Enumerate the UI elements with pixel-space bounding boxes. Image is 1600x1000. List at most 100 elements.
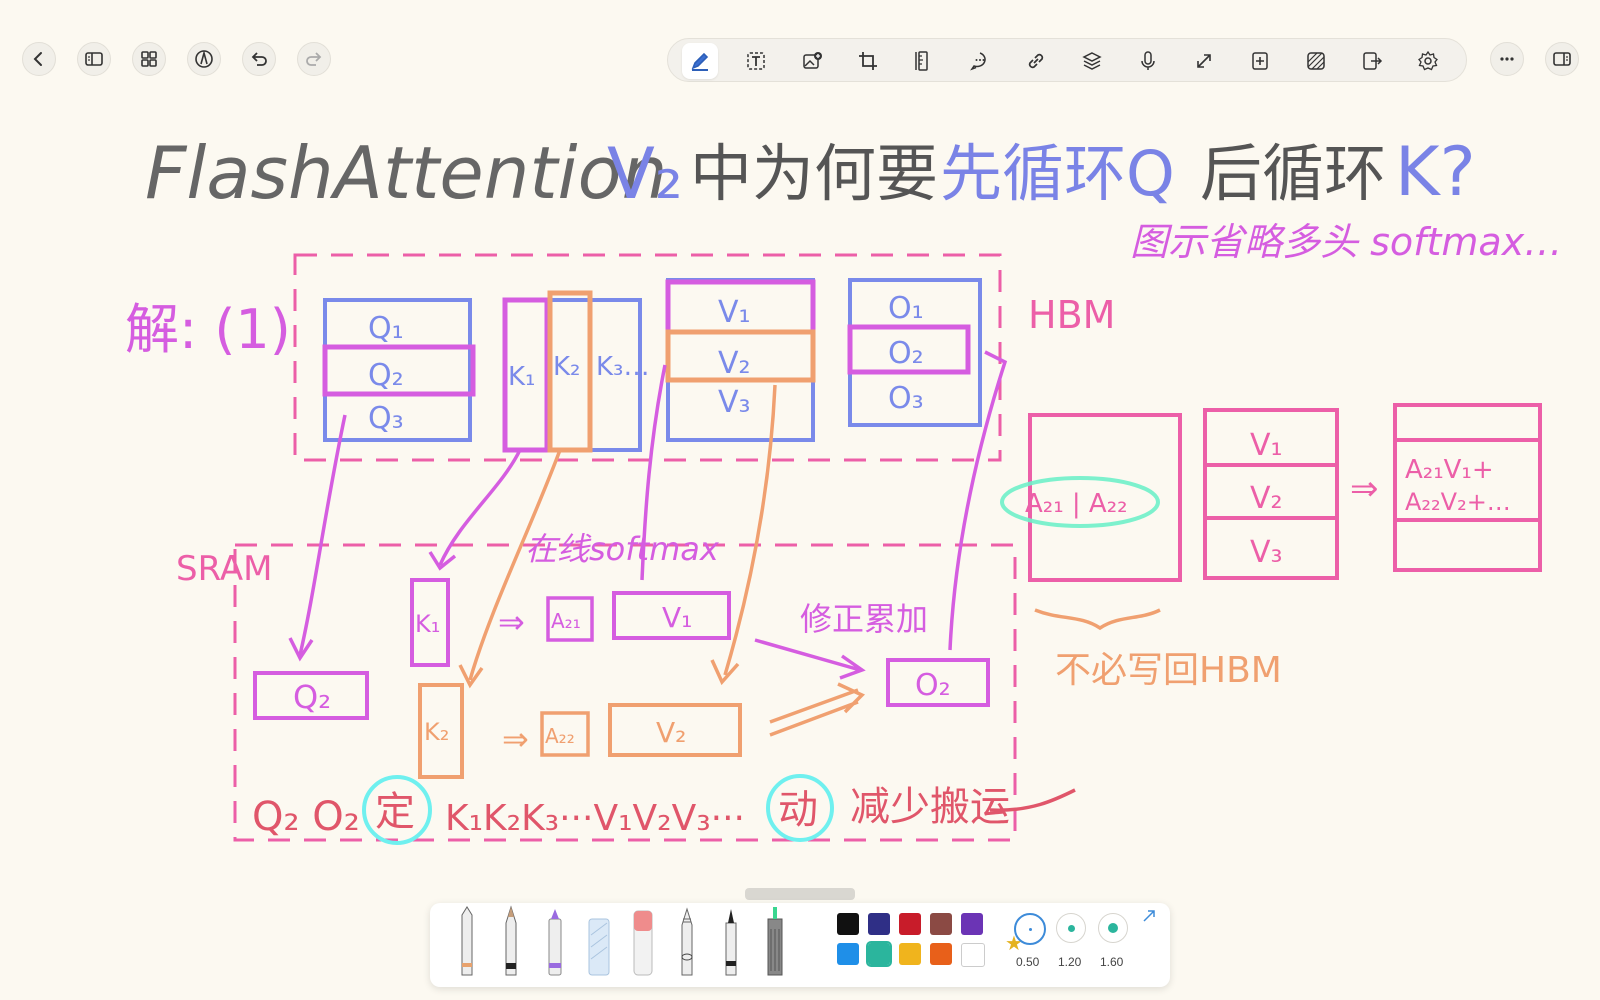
color-swatch[interactable]: [899, 943, 921, 965]
title-flashattention: FlashAttention: [145, 131, 667, 215]
ruler-tool[interactable]: [906, 43, 942, 79]
summary-kv: K₁K₂K₃···V₁V₂V₃···: [445, 798, 745, 839]
summary-reduce: 减少搬运: [850, 784, 1010, 830]
more-button[interactable]: [1490, 42, 1524, 76]
load-arrows: [288, 350, 1008, 689]
tool-palette: [667, 38, 1467, 82]
color-swatch[interactable]: [837, 943, 859, 965]
record-tool[interactable]: [1130, 43, 1166, 79]
color-swatch[interactable]: [961, 943, 985, 967]
sram-a22-box: [540, 711, 590, 757]
arrow-3: ⇒: [1350, 469, 1379, 509]
color-swatch[interactable]: [899, 913, 921, 935]
panel-toggle-button[interactable]: [1545, 42, 1579, 76]
settings-tool[interactable]: [1410, 43, 1446, 79]
o2-label: O₂: [888, 336, 924, 371]
laser-pen-icon[interactable]: [760, 905, 790, 981]
pencil-icon[interactable]: [496, 905, 526, 981]
k3-label: K₃…: [596, 352, 649, 382]
stroke-width-large[interactable]: [1098, 913, 1128, 943]
layers-tool[interactable]: [1074, 43, 1110, 79]
undo-button[interactable]: [242, 42, 276, 76]
color-swatch[interactable]: [930, 913, 952, 935]
sram-v2-box: [608, 703, 742, 757]
fountain-pen-icon[interactable]: [452, 905, 482, 981]
q1-label: Q₁: [368, 311, 404, 346]
underline-reduce: [989, 788, 1076, 812]
export-icon: [1363, 52, 1383, 70]
back-icon: [33, 52, 42, 66]
title-zh-why: 中为何要: [690, 137, 938, 210]
sram-label: SRAM: [176, 549, 272, 589]
arrow-2: ⇒: [502, 720, 529, 758]
color-swatch[interactable]: [930, 943, 952, 965]
link-icon: [1028, 53, 1044, 69]
sram-k1-box: [410, 578, 450, 667]
export-tool[interactable]: [1354, 43, 1390, 79]
crop-tool[interactable]: [850, 43, 886, 79]
microphone-icon: [1141, 51, 1155, 70]
expand-tool[interactable]: [1186, 43, 1222, 79]
pen-tool[interactable]: [682, 43, 718, 79]
sram-v1-box: [612, 591, 731, 640]
color-swatch[interactable]: [866, 941, 892, 967]
color-swatch[interactable]: [868, 913, 890, 935]
answer-label: 解: (1): [125, 298, 291, 361]
sidebar-toggle-button[interactable]: [77, 42, 111, 76]
highlighter-icon[interactable]: [584, 905, 614, 981]
panel-drag-handle[interactable]: [745, 888, 855, 900]
v-matrix: V₁ V₂ V₃: [665, 278, 816, 442]
right-v3-label: V₃: [1250, 535, 1283, 570]
crop-icon: [859, 52, 877, 70]
text-box-icon: [747, 52, 765, 70]
sram-v1-label: V₁: [662, 601, 692, 634]
add-page-tool[interactable]: [1242, 43, 1278, 79]
undo-icon: [251, 52, 267, 66]
title-zh-loop-q: 先循环Q: [940, 137, 1175, 210]
sram-k2-box: [418, 683, 464, 779]
v3-label: V₃: [718, 385, 751, 420]
stroke-width-small[interactable]: [1014, 913, 1046, 945]
right-out-line-2: A₂₂V₂+…: [1405, 488, 1511, 516]
marker-icon[interactable]: [540, 905, 570, 981]
color-swatch[interactable]: [837, 913, 859, 935]
note-canvas[interactable]: FlashAttention V₂ 中为何要 先循环Q 后循环 K? 图示省略多…: [0, 90, 1600, 890]
o3-label: O₃: [888, 381, 924, 416]
lasso-icon[interactable]: [672, 905, 702, 981]
collapse-panel-icon[interactable]: [1140, 907, 1158, 925]
sram-a21-box: [546, 596, 594, 642]
right-out-line-1: A₂₁V₁+: [1405, 455, 1494, 485]
pen-mode-button[interactable]: [187, 42, 221, 76]
sram-o2-label: O₂: [915, 668, 951, 703]
redo-button[interactable]: [297, 42, 331, 76]
pattern-tool[interactable]: [1298, 43, 1334, 79]
sram-v2-label: V₂: [656, 716, 686, 749]
title-v2: V₂: [607, 133, 683, 215]
eraser-icon[interactable]: [628, 905, 658, 981]
summary-fixed: 定: [375, 789, 415, 835]
pen-tool-panel: ★ 0.50 1.20 1.60: [430, 903, 1170, 987]
grid-view-button[interactable]: [132, 42, 166, 76]
k2-label: K₂: [553, 352, 580, 382]
right-out-matrix: [1393, 403, 1542, 572]
highlight-moving: [766, 774, 834, 842]
summary-moving: 动: [778, 787, 818, 833]
comment-tool[interactable]: [962, 43, 998, 79]
o-matrix: O₁ O₂ O₃: [847, 278, 982, 427]
right-v1-label: V₁: [1250, 428, 1283, 463]
back-button[interactable]: [22, 42, 56, 76]
title-zh-then-loop: 后循环: [1200, 137, 1386, 210]
no-writeback-label: 不必写回HBM: [1055, 650, 1282, 691]
correction-label: 修正累加: [800, 600, 928, 638]
fineliner-icon[interactable]: [716, 905, 746, 981]
right-v-matrix: [1203, 408, 1339, 580]
link-tool[interactable]: [1018, 43, 1054, 79]
stroke-width-medium[interactable]: [1056, 913, 1086, 943]
layers-icon: [1082, 52, 1102, 70]
insert-image-tool[interactable]: [794, 43, 830, 79]
text-tool[interactable]: [738, 43, 774, 79]
color-swatch[interactable]: [961, 913, 983, 935]
side-note: 图示省略多头 softmax…: [1130, 220, 1562, 264]
stroke-width-large-label: 1.60: [1100, 955, 1124, 969]
hbm-region: [293, 253, 1002, 462]
